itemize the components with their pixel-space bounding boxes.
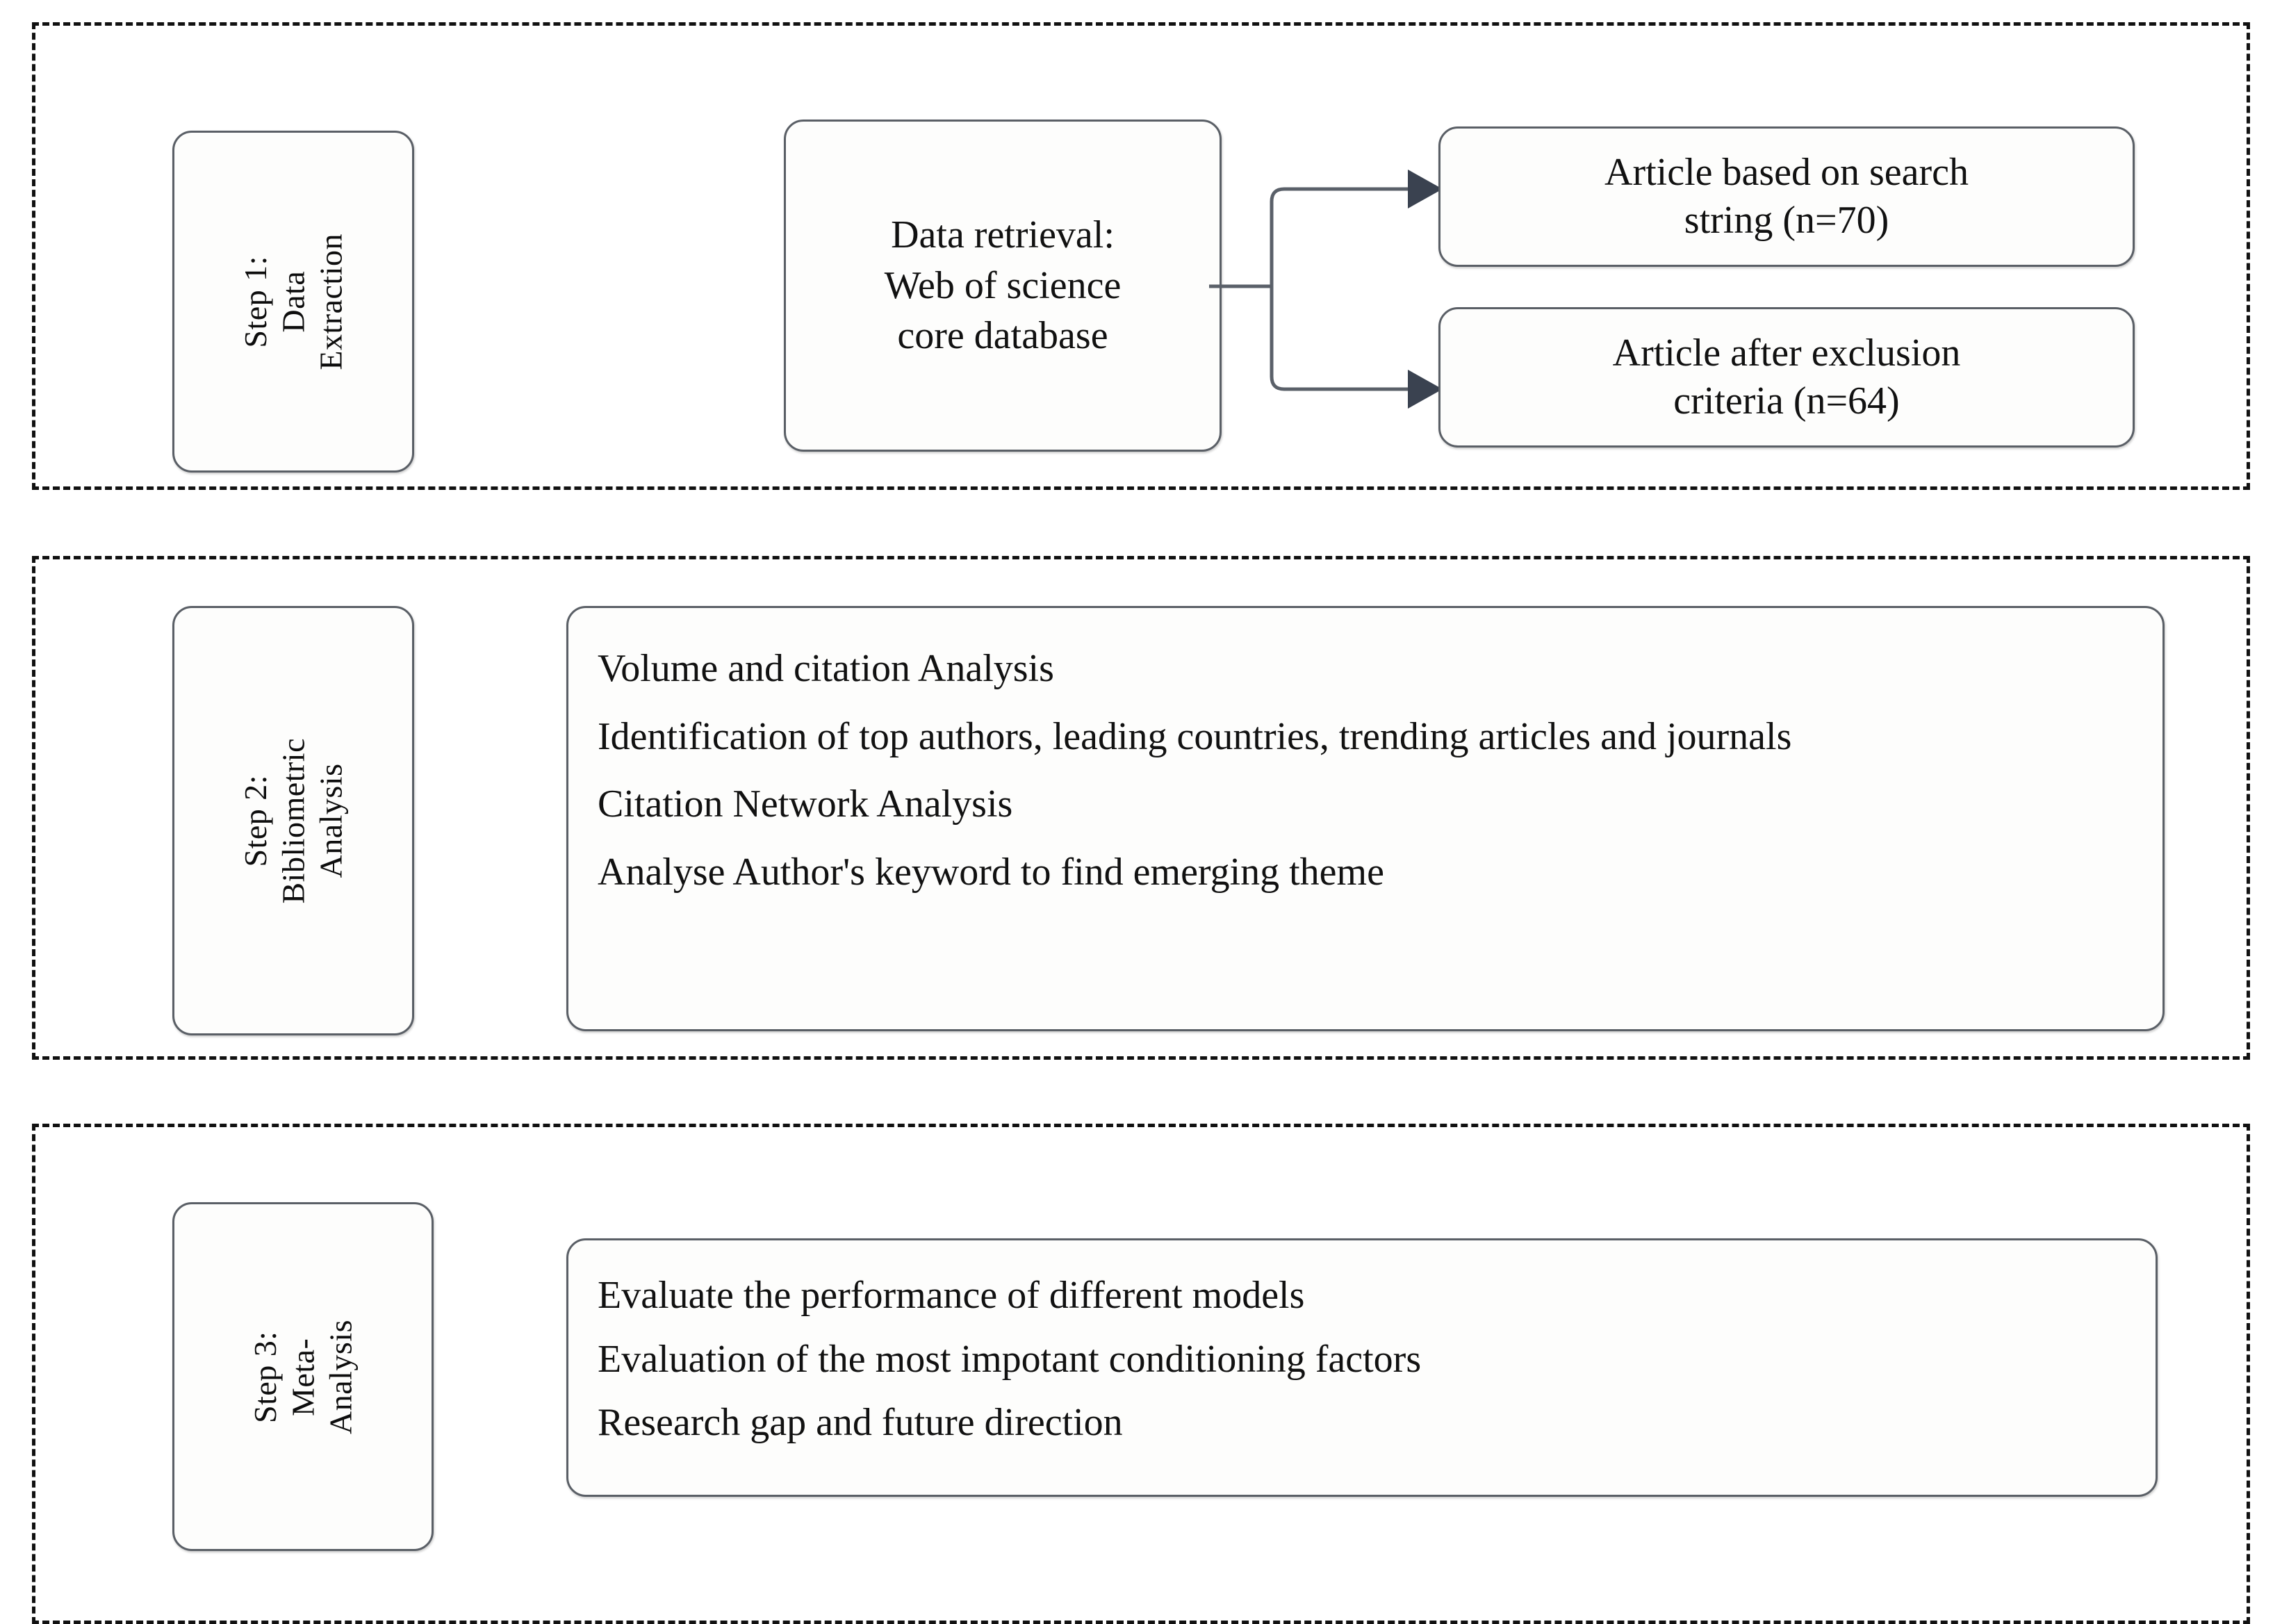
connector-branch-up [1270,187,1411,286]
branch-connector [1209,170,1443,409]
step-3-label-box: Step 3: Meta- Analysis [172,1202,434,1551]
articles-after-exclusion-box: Article after exclusion criteria (n=64) [1438,307,2135,448]
step-2-label-text: Step 2: Bibliometric Analysis [237,737,349,904]
step-1-label-box: Step 1: Data Extraction [172,131,414,473]
data-retrieval-text: Data retrieval: Web of science core data… [884,213,1122,358]
articles-search-string-text: Article based on search string (n=70) [1604,150,1969,242]
list-item: Evaluate the performance of different mo… [598,1274,1305,1317]
bibliometric-analysis-list: Volume and citation Analysis Identificat… [598,641,2133,912]
list-item: Analyse Author's keyword to find emergin… [598,850,1384,894]
step-1-label-text: Step 1: Data Extraction [237,233,349,370]
meta-analysis-box: Evaluate the performance of different mo… [566,1238,2158,1497]
articles-search-string-box: Article based on search string (n=70) [1438,126,2135,267]
data-retrieval-box: Data retrieval: Web of science core data… [784,120,1222,452]
step-2-container [32,556,2250,1060]
list-item: Research gap and future direction [598,1401,1123,1445]
step-1-container [32,22,2250,490]
list-item: Identification of top authors, leading c… [598,714,1792,758]
arrow-head-up-icon [1408,170,1443,208]
list-item: Evaluation of the most impotant conditio… [598,1337,1422,1381]
articles-after-exclusion-text: Article after exclusion criteria (n=64) [1612,331,1961,423]
arrow-head-down-icon [1408,370,1443,409]
step-3-label-text: Step 3: Meta- Analysis [247,1319,359,1434]
meta-analysis-list: Evaluate the performance of different mo… [598,1268,2126,1459]
step-2-label-box: Step 2: Bibliometric Analysis [172,606,414,1035]
list-item: Citation Network Analysis [598,782,1013,826]
list-item: Volume and citation Analysis [598,647,1054,690]
connector-branch-down [1270,286,1411,391]
bibliometric-analysis-box: Volume and citation Analysis Identificat… [566,606,2165,1031]
